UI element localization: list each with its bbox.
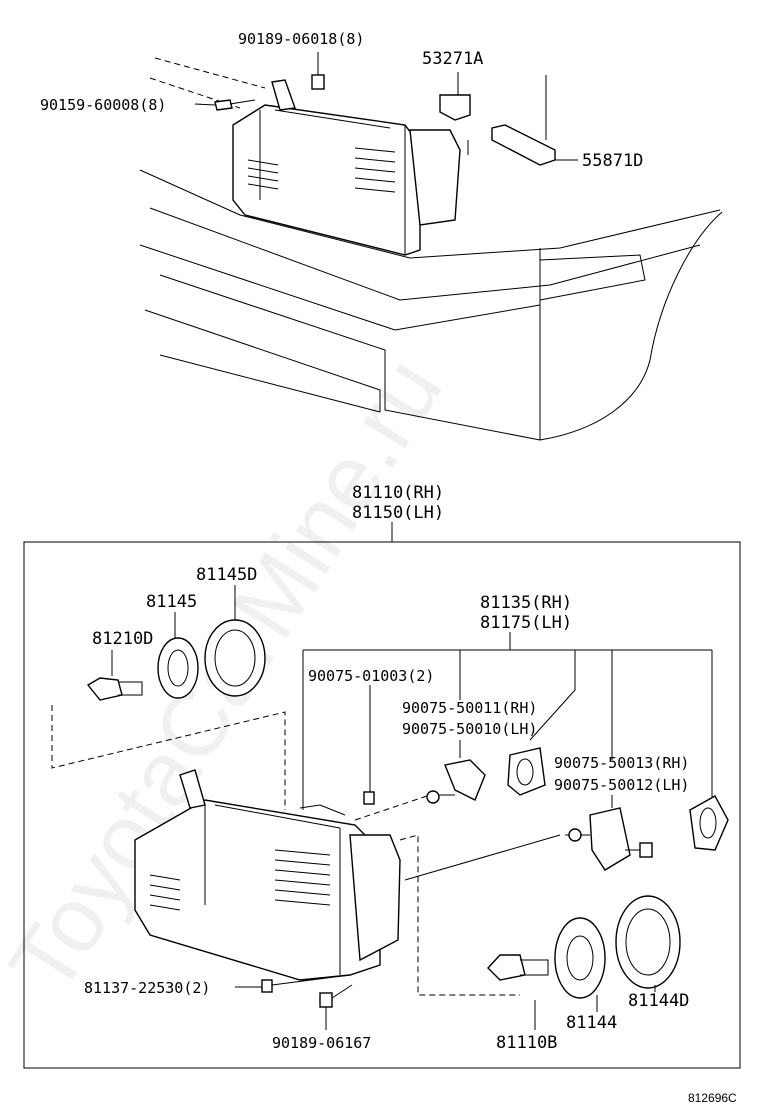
label-cushion: 55871D [582, 151, 643, 171]
label-adjust-upper-rh: 90075-50011(RH) [402, 699, 537, 717]
socket-main [554, 917, 606, 999]
headlamp-main [134, 769, 401, 981]
label-adjuster-lh: 81175(LH) [480, 613, 572, 633]
screw-small [363, 791, 375, 805]
diagram-code: 812696C [688, 1091, 737, 1105]
vehicle-front-outline [139, 57, 723, 441]
adjuster-screw-lower [565, 807, 653, 871]
adjuster-screw-upper [426, 759, 486, 804]
label-nut-bottom: 90189-06167 [272, 1034, 371, 1052]
bulb-main [487, 954, 549, 981]
label-assembly-lh: 81150(LH) [352, 503, 444, 523]
label-cover-main: 81144D [628, 991, 689, 1011]
label-nut-lower: 81137-22530(2) [84, 979, 210, 997]
cover-main [615, 895, 681, 989]
headlamp-upper [232, 79, 461, 256]
clip-upper [439, 94, 471, 121]
label-cover-side: 81145D [196, 565, 257, 585]
socket-side [157, 637, 199, 699]
label-adjuster-rh: 81135(RH) [480, 593, 572, 613]
label-clip: 53271A [422, 49, 483, 69]
label-adjust-lower-rh: 90075-50013(RH) [554, 754, 689, 772]
label-assembly-rh: 81110(RH) [352, 483, 444, 503]
bolt-upper [214, 99, 256, 111]
label-bolt: 90159-60008(8) [40, 96, 166, 114]
cover-side [204, 619, 266, 697]
nut-upper [311, 74, 325, 90]
label-adjust-lower-lh: 90075-50012(LH) [554, 776, 689, 794]
headlamp-upper-grille [247, 147, 396, 193]
bulb-side [86, 677, 143, 701]
label-nut: 90189-06018(8) [238, 30, 364, 48]
label-screw: 90075-01003(2) [308, 667, 434, 685]
grommet-lower [689, 795, 729, 851]
label-socket-main: 81144 [566, 1013, 617, 1033]
label-bulb-main: 81110B [496, 1033, 557, 1053]
label-adjust-upper-lh: 90075-50010(LH) [402, 720, 537, 738]
headlamp-main-grille [149, 849, 331, 911]
nut-lower [261, 979, 273, 993]
label-socket-side: 81145 [146, 592, 197, 612]
label-bulb-side: 81210D [92, 629, 153, 649]
grommet-upper [507, 747, 546, 796]
nut-bottom [319, 992, 333, 1008]
assembly-box [23, 541, 741, 1069]
